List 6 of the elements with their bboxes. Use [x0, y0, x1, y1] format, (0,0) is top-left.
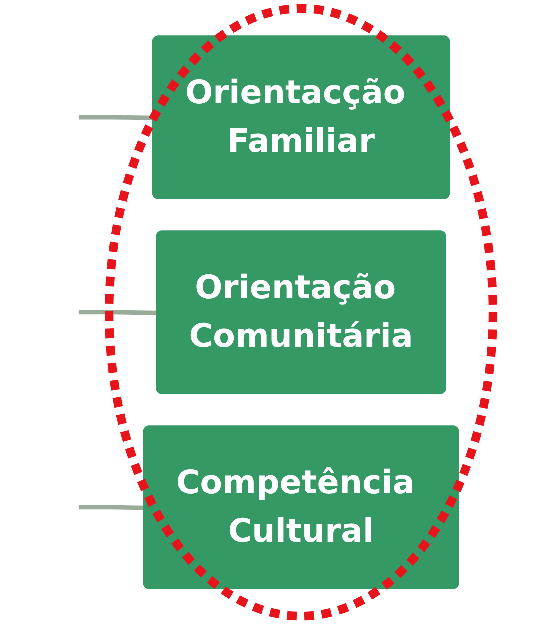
connector-line — [78, 310, 158, 316]
process-box: Competência Cultural — [143, 426, 460, 590]
connector-line — [78, 505, 144, 510]
connector-line — [78, 115, 154, 120]
process-box: Orientação Comunitária — [156, 230, 446, 394]
process-box: Orientacção Familiar — [152, 36, 450, 200]
